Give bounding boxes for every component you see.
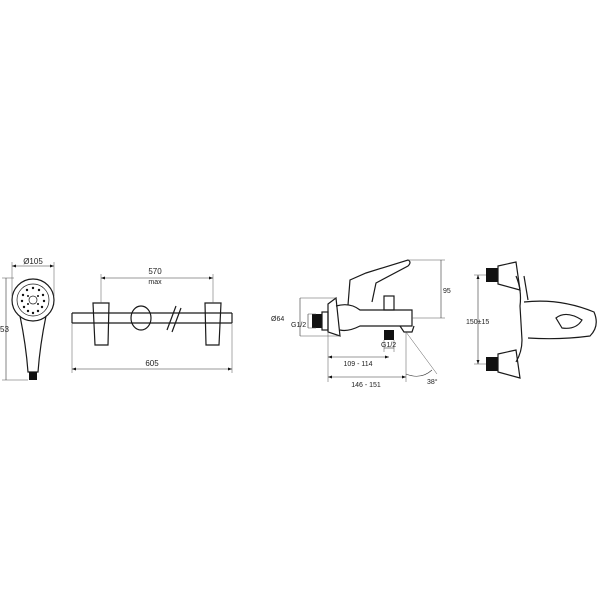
bottom-escutcheon: [497, 349, 521, 379]
rail-break-mark: [166, 305, 177, 331]
body-diameter-label: Ø64: [271, 316, 284, 323]
mixer-lobe: [523, 300, 597, 340]
shower-rail-view: 570 max 605: [71, 267, 233, 373]
overall-reach-label: 146 - 151: [351, 382, 381, 389]
hand-shower-length-label: 53: [0, 325, 9, 334]
top-inlet-nut: [486, 268, 498, 282]
hand-shower-diameter-label: Ø105: [23, 257, 43, 266]
mixer-column: [515, 275, 523, 363]
handle-height-label: 95: [443, 288, 451, 295]
spray-nozzles: [20, 286, 46, 315]
lobe-cutout: [555, 313, 583, 329]
rail-right-bracket: [204, 302, 222, 346]
top-escutcheon: [497, 261, 521, 291]
lever-handle: [347, 259, 411, 306]
shower-outlet: [384, 330, 394, 340]
front-center-distance-label: 150±15: [466, 319, 489, 326]
hand-shower-view: Ø105 53: [0, 257, 55, 381]
spout-angle-label: 38°: [427, 378, 438, 386]
hose-connector: [29, 372, 37, 380]
rail-left-bracket: [92, 302, 110, 346]
rail-total-length-label: 605: [145, 359, 159, 368]
spout: [399, 325, 415, 333]
diverter-knob: [383, 295, 395, 311]
outlet-thread-label: G1/2: [381, 342, 396, 349]
rail-center-distance-label: 570: [148, 267, 162, 276]
mixer-front-view: 150±15: [466, 261, 597, 379]
shower-head: [11, 278, 55, 322]
inlet-nut: [312, 314, 322, 328]
bottom-inlet-nut: [486, 357, 498, 371]
mixer-side-view: 38° Ø64 G1/2 95 G1/2 109 - 114 146 - 151: [271, 259, 451, 389]
spout-reach-label: 109 - 114: [343, 361, 372, 368]
shower-handle: [19, 315, 47, 373]
inlet-thread-label: G1/2: [291, 322, 306, 329]
rail-slider: [130, 305, 152, 331]
escutcheon: [327, 296, 341, 337]
rail-center-note-label: max: [148, 279, 162, 286]
